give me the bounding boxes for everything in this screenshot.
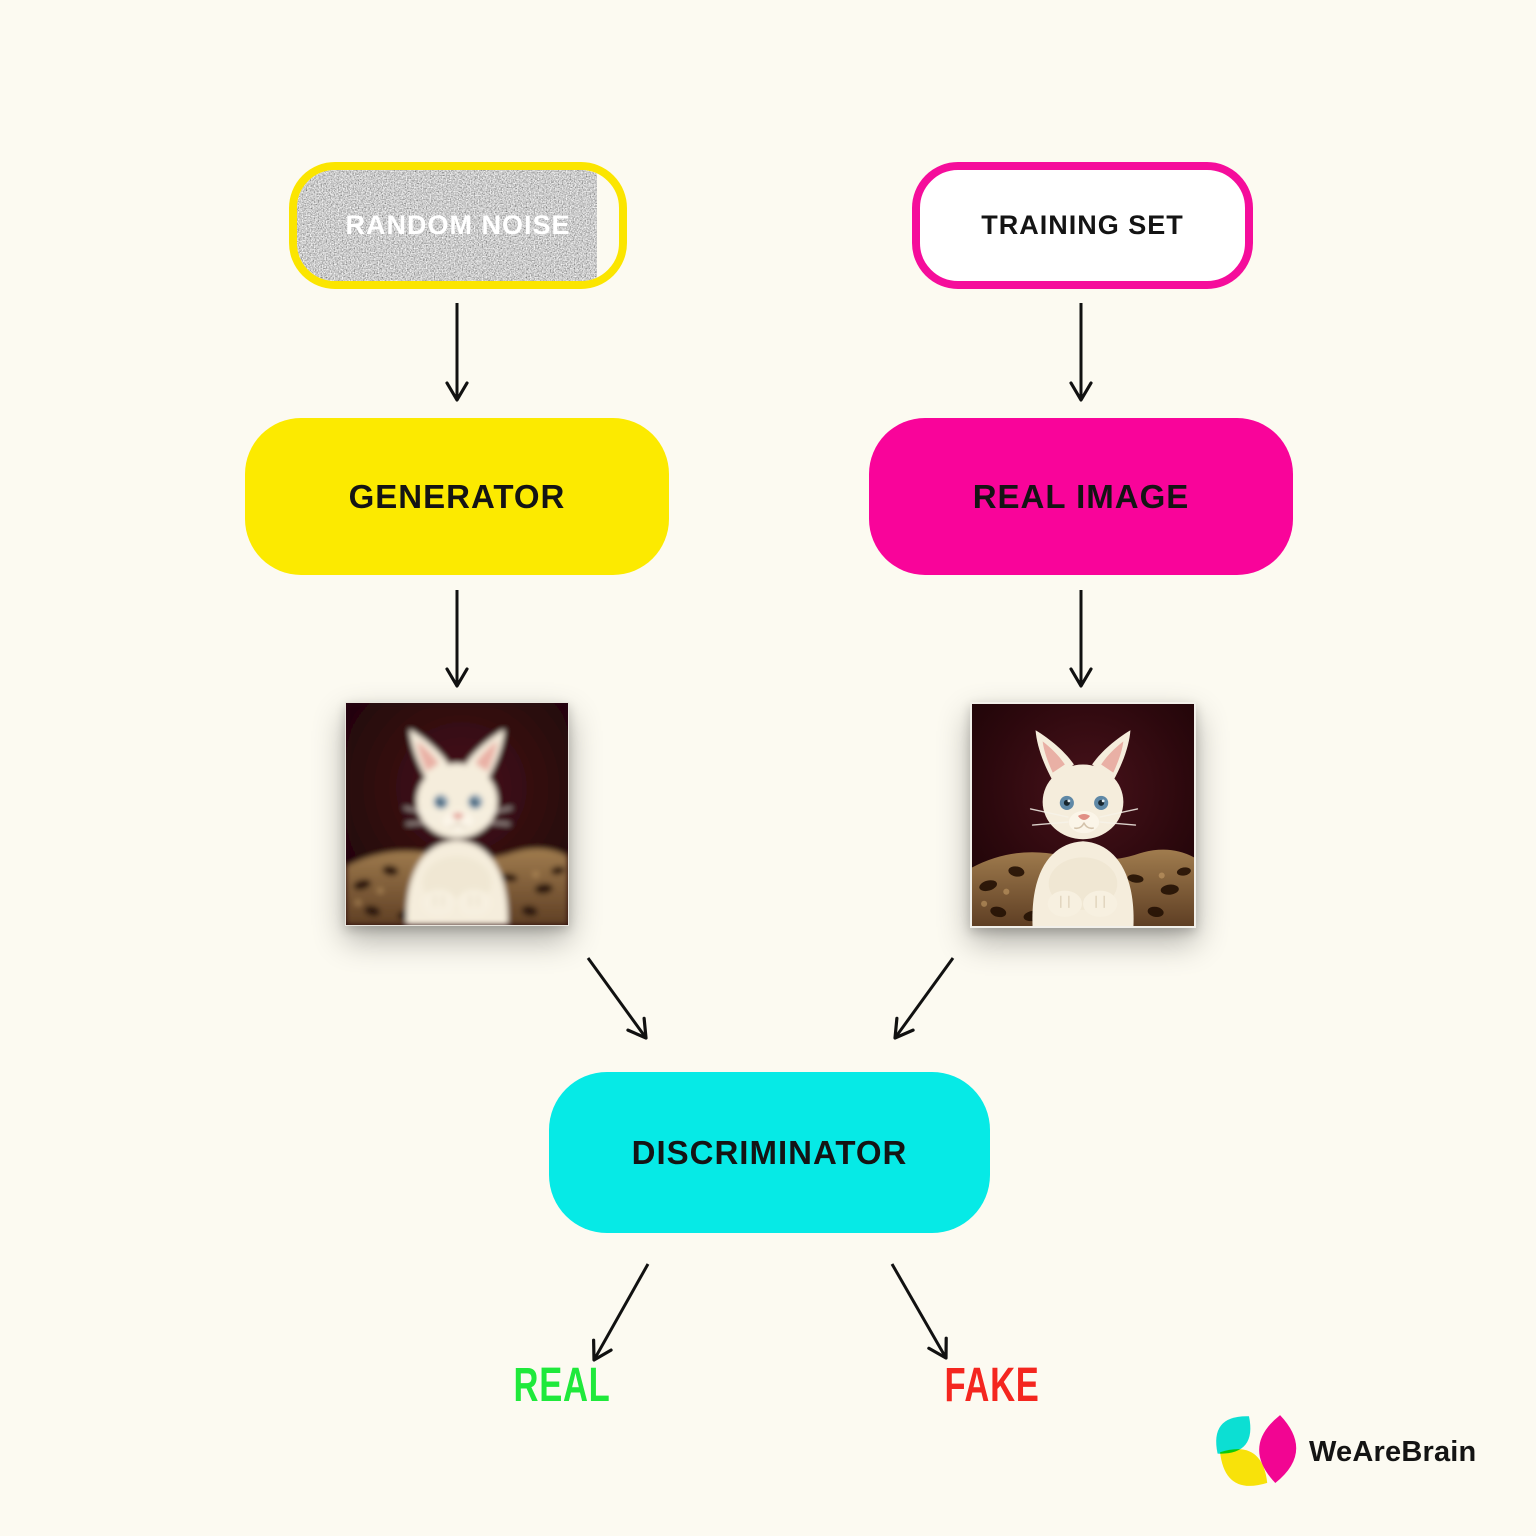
random-noise-label: RANDOM NOISE	[345, 210, 571, 240]
arrow-discriminator-to-real	[592, 1263, 650, 1362]
wearebrain-logo-icon	[1216, 1415, 1297, 1486]
real-cat-art	[972, 704, 1194, 926]
logo-petal-cyan	[1216, 1416, 1251, 1454]
generated-cat-art	[346, 703, 568, 925]
noise-texture	[297, 170, 597, 281]
wearebrain-wordmark: WeAreBrain	[1309, 1435, 1477, 1468]
training-set-label: TRAINING SET	[981, 210, 1184, 240]
real-cat-image	[970, 702, 1196, 928]
real-image-label: REAL IMAGE	[972, 477, 1190, 515]
training-set-node: TRAINING SET	[912, 162, 1253, 289]
fake-output-label: FAKE	[944, 1359, 1040, 1412]
generator-node: GENERATOR	[245, 418, 669, 575]
random-noise-node: RANDOM NOISE	[289, 162, 627, 289]
discriminator-label: DISCRIMINATOR	[631, 1133, 908, 1171]
generator-label: GENERATOR	[348, 477, 566, 515]
logo-petal-yellow	[1220, 1449, 1268, 1486]
real-output-label: REAL	[513, 1359, 611, 1412]
logo-petal-magenta	[1259, 1415, 1297, 1483]
discriminator-node: DISCRIMINATOR	[549, 1072, 990, 1233]
arrow-discriminator-to-fake	[890, 1263, 948, 1360]
wearebrain-logo: WeAreBrain	[1216, 1412, 1497, 1492]
generated-cat-image	[345, 702, 569, 926]
arrow-generated-image-to-discriminator	[586, 957, 648, 1040]
real-image-node: REAL IMAGE	[869, 418, 1293, 575]
arrow-real-photo-to-discriminator	[893, 957, 955, 1040]
